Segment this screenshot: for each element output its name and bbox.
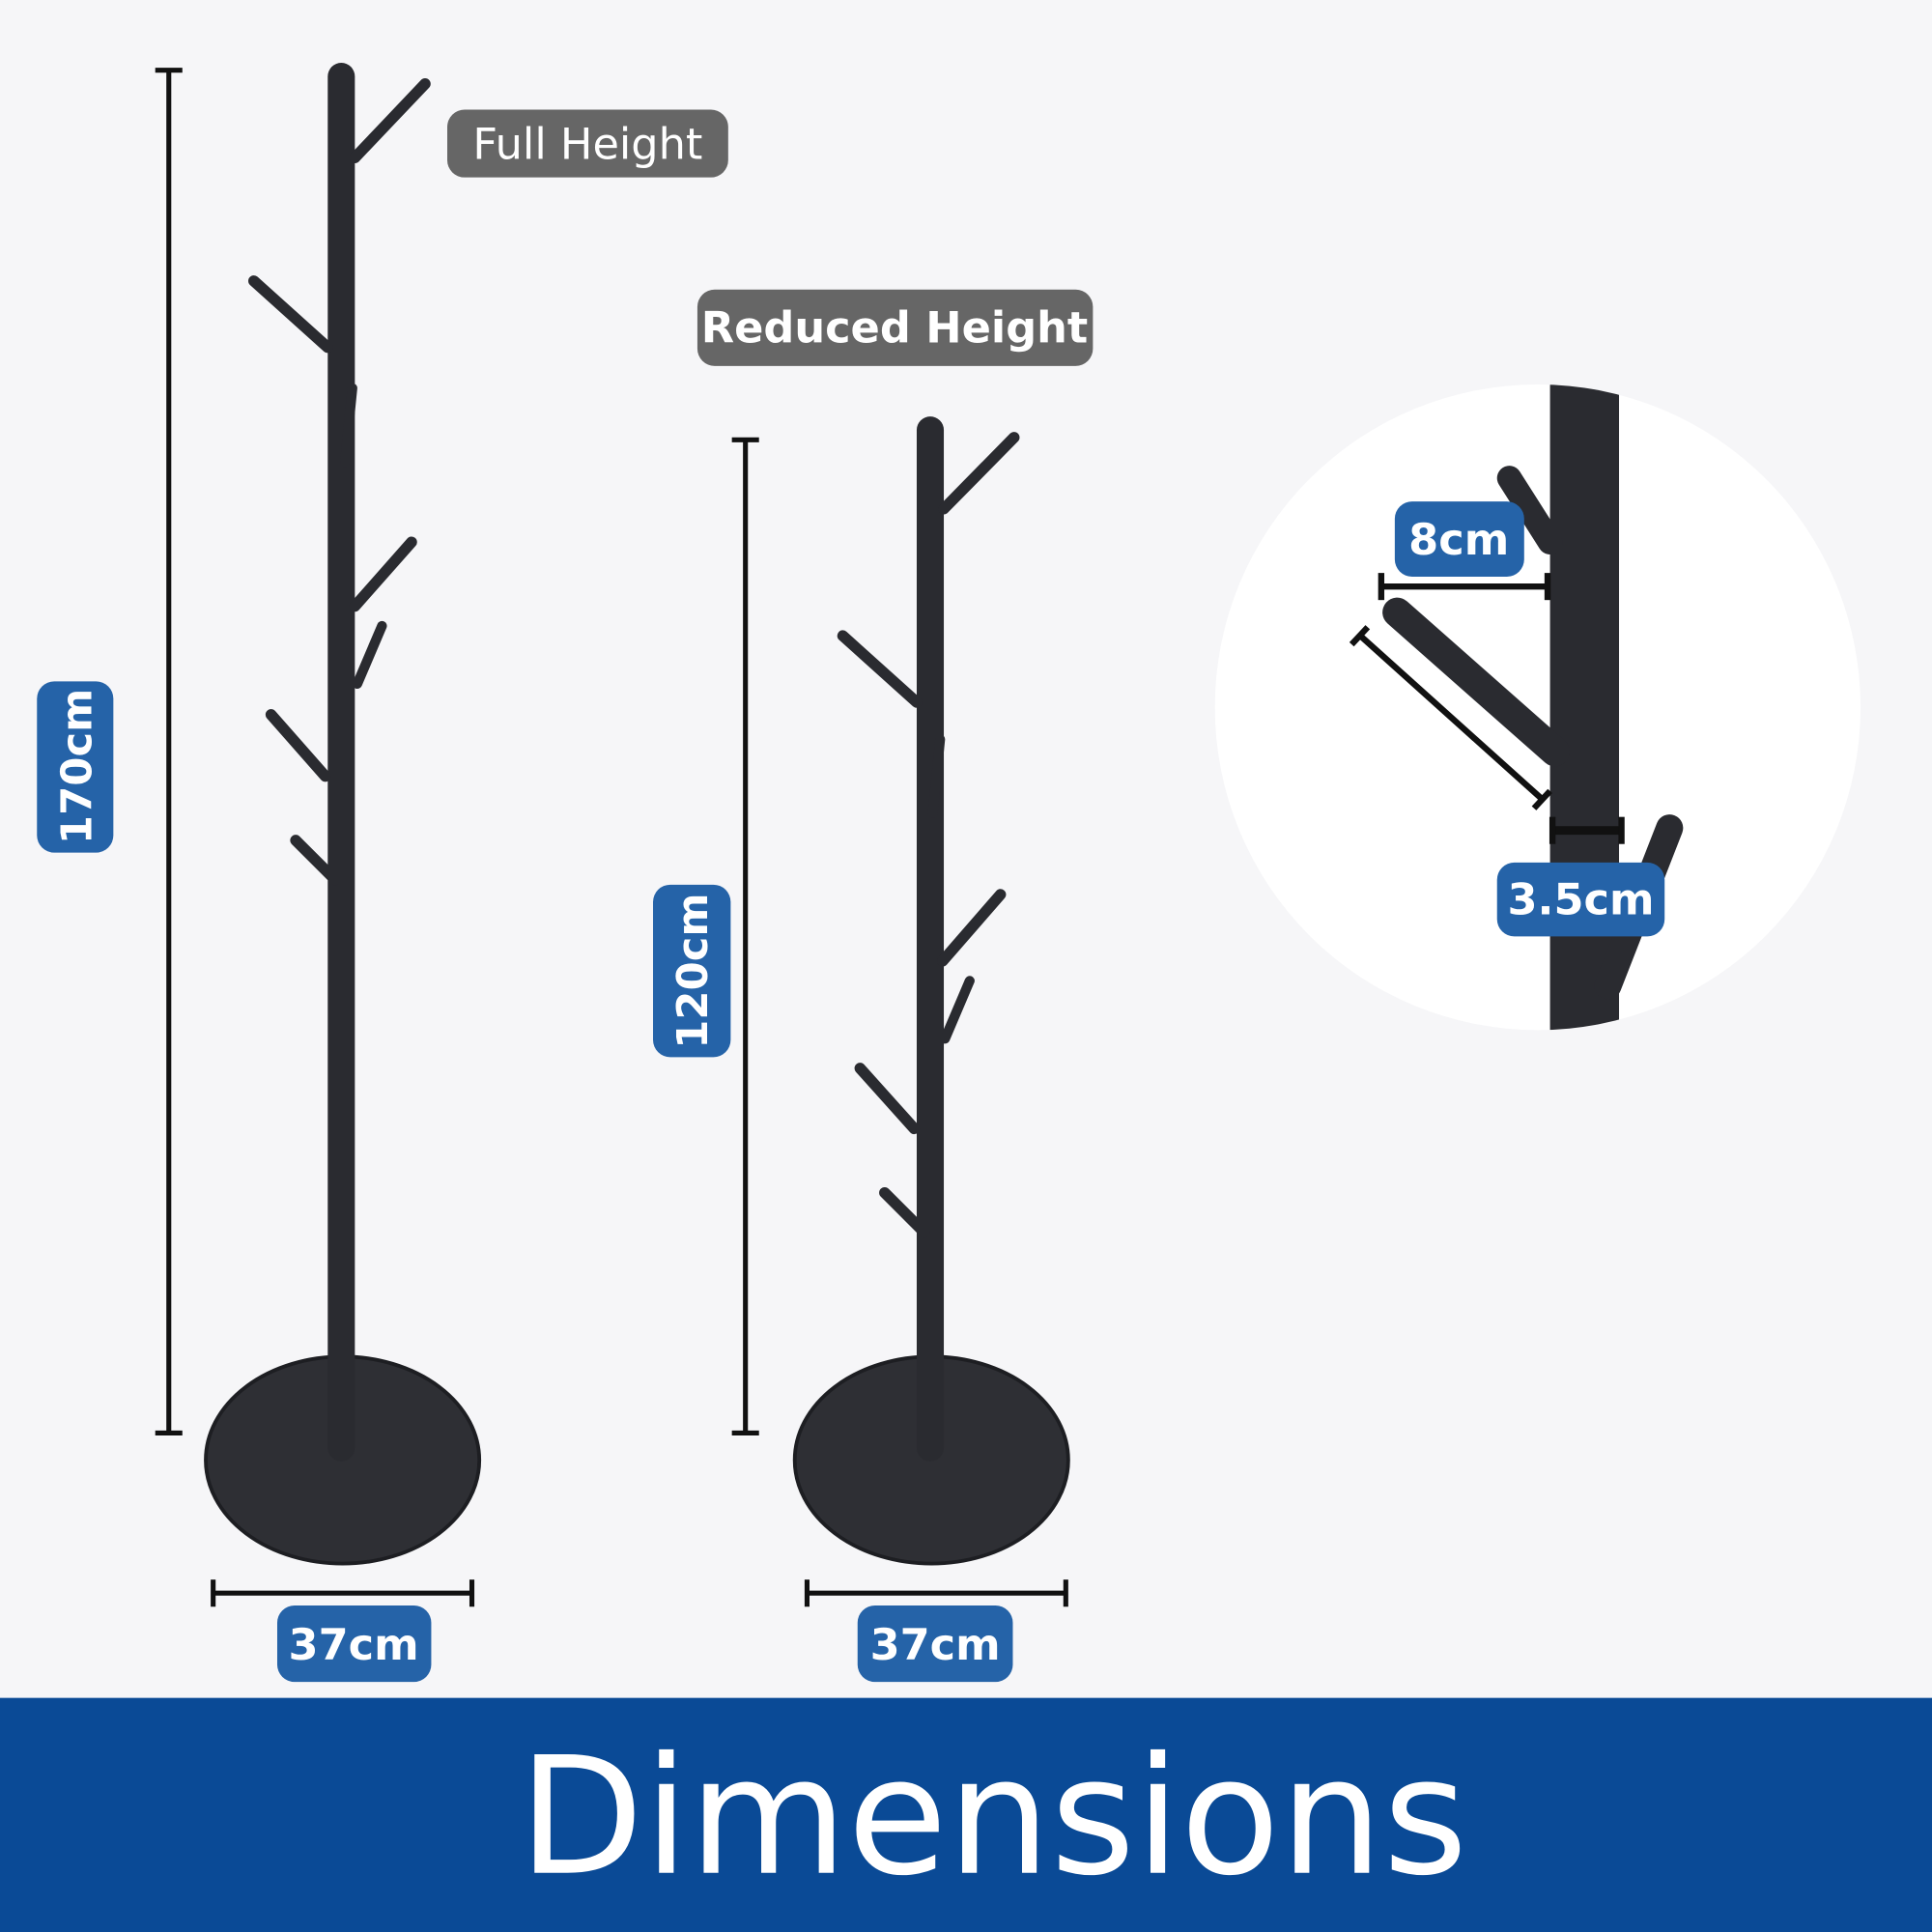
footer-banner: Dimensions xyxy=(0,1697,1932,1932)
full-height-text: Full Height xyxy=(472,120,702,170)
full-height-label: Full Height xyxy=(447,109,728,178)
pole-diameter-badge: 3.5cm xyxy=(1496,862,1665,937)
reduced-height-text: Reduced Height xyxy=(701,303,1089,354)
pole-diameter-value: 3.5cm xyxy=(1507,874,1654,924)
reduced-height-label: Reduced Height xyxy=(696,289,1094,366)
hook-detail-zoom xyxy=(1214,384,1861,1031)
dimension-lines xyxy=(155,68,1068,1607)
reduced-height-badge: 120cm xyxy=(653,884,731,1058)
full-height-badge: 170cm xyxy=(37,681,114,853)
reduced-height-value: 120cm xyxy=(669,893,718,1048)
coat-rack-reduced-height xyxy=(792,416,1070,1566)
base-width-badge-full: 37cm xyxy=(276,1605,432,1683)
base-width-badge-reduced: 37cm xyxy=(857,1605,1013,1683)
hook-length-value: 8cm xyxy=(1408,515,1509,565)
footer-title: Dimensions xyxy=(519,1722,1468,1912)
base-width-full-value: 37cm xyxy=(289,1620,419,1670)
hook-length-badge: 8cm xyxy=(1394,501,1524,577)
base-width-reduced-value: 37cm xyxy=(870,1620,1001,1670)
full-height-value: 170cm xyxy=(53,689,101,844)
coat-rack-full-height xyxy=(204,63,482,1566)
